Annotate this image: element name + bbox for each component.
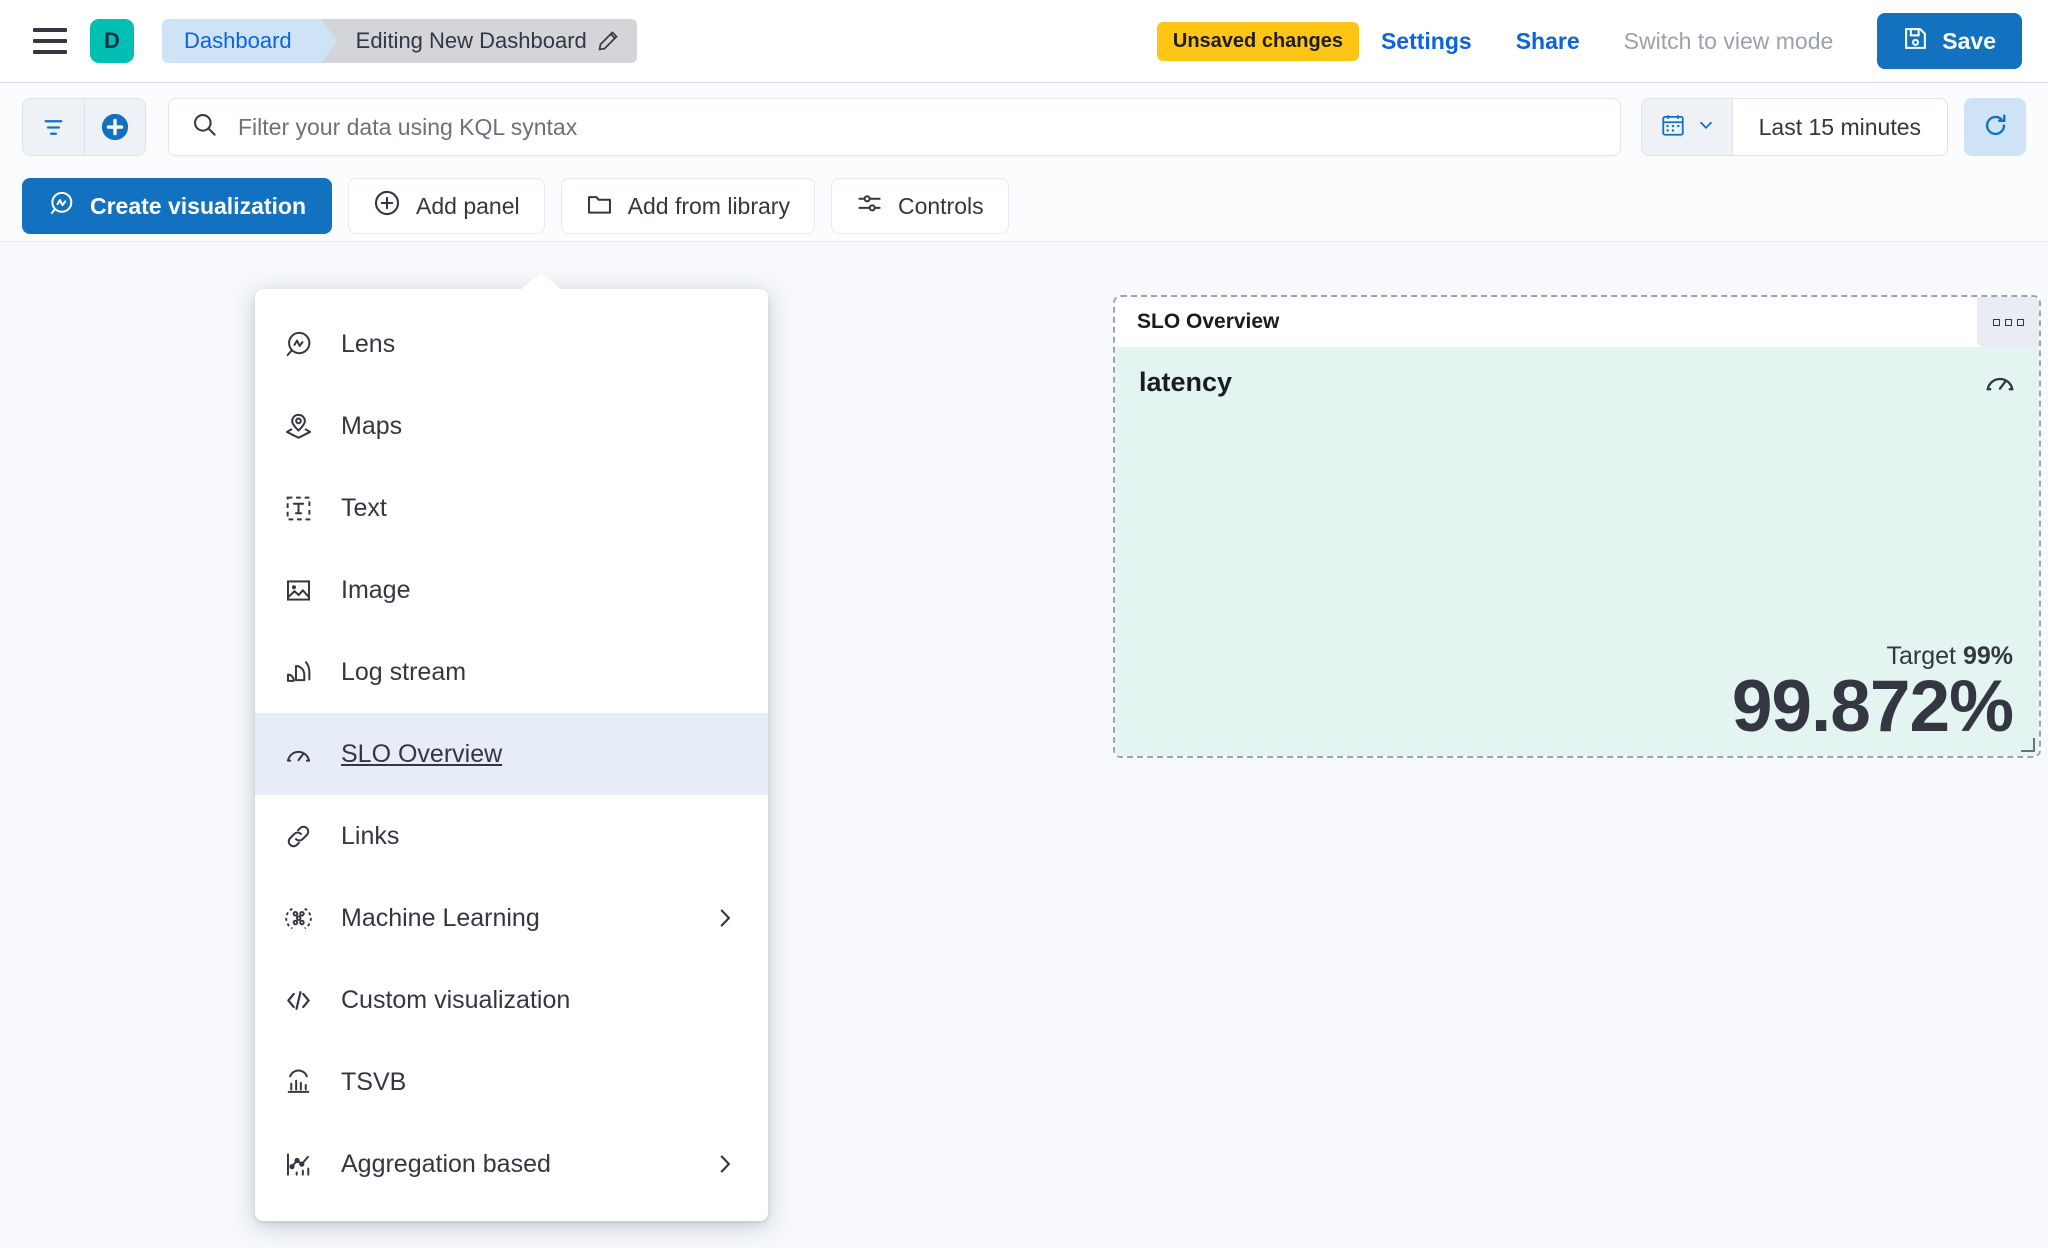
menu-item-image[interactable]: Image <box>255 549 768 631</box>
switch-to-view-mode-link[interactable]: Switch to view mode <box>1623 27 1834 54</box>
time-range-display[interactable]: Last 15 minutes <box>1758 113 1921 140</box>
add-filter-plus-circle-icon[interactable] <box>84 99 145 155</box>
menu-item-label: Text <box>341 493 387 522</box>
controls-label: Controls <box>897 192 984 219</box>
machine-learning-icon <box>283 903 313 933</box>
add-panel-menu: Lens Maps Text Image <box>255 273 768 1221</box>
settings-link[interactable]: Settings <box>1380 27 1472 54</box>
add-panel-button[interactable]: Add panel <box>348 178 545 234</box>
chevron-down-icon <box>1696 115 1716 140</box>
add-from-library-label: Add from library <box>627 192 790 219</box>
menu-item-label: Image <box>341 575 411 604</box>
refresh-icon <box>1982 112 2009 142</box>
save-button[interactable]: Save <box>1877 13 2022 69</box>
menu-item-label: Log stream <box>341 657 467 686</box>
breadcrumb-editing-label: Editing New Dashboard <box>355 28 587 53</box>
gauge-icon <box>1983 365 2017 404</box>
menu-item-text[interactable]: Text <box>255 467 768 549</box>
slo-sli-value: 99.872% <box>1731 665 2014 747</box>
share-link[interactable]: Share <box>1515 27 1580 54</box>
hamburger-menu-icon[interactable] <box>28 19 72 63</box>
menu-item-maps[interactable]: Maps <box>255 385 768 467</box>
menu-item-slo-overview[interactable]: SLO Overview <box>255 713 768 795</box>
panel-title[interactable]: SLO Overview <box>1137 310 1280 333</box>
create-visualization-label: Create visualization <box>90 192 307 219</box>
date-picker: Last 15 minutes <box>1640 98 1948 156</box>
refresh-button[interactable] <box>1964 98 2026 156</box>
space-avatar-letter: D <box>104 28 120 53</box>
header-actions: Unsaved changes Settings Share Switch to… <box>1156 13 2022 69</box>
menu-item-machine-learning[interactable]: Machine Learning <box>255 877 768 959</box>
filter-icon[interactable] <box>23 99 84 155</box>
menu-item-label: Maps <box>341 411 403 440</box>
pencil-icon[interactable] <box>597 30 619 52</box>
controls-button[interactable]: Controls <box>830 178 1009 234</box>
save-button-label: Save <box>1942 27 1996 54</box>
menu-item-label: Machine Learning <box>341 903 540 932</box>
menu-item-label: SLO Overview <box>341 739 503 768</box>
slo-overview-panel[interactable]: SLO Overview latency Target 99% 99.872% <box>1113 295 2041 758</box>
code-brackets-icon <box>283 985 313 1015</box>
lens-icon <box>283 329 313 359</box>
slo-metric-name: latency <box>1139 367 1233 397</box>
add-from-library-button[interactable]: Add from library <box>560 178 815 234</box>
menu-item-aggregation-based[interactable]: Aggregation based <box>255 1123 768 1205</box>
breadcrumb-item-dashboard[interactable]: Dashboard <box>162 19 337 63</box>
panel-body: latency Target 99% 99.872% <box>1115 347 2039 756</box>
menu-item-label: Custom visualization <box>341 985 571 1014</box>
menu-item-custom-visualization[interactable]: Custom visualization <box>255 959 768 1041</box>
unsaved-changes-badge[interactable]: Unsaved changes <box>1156 21 1359 61</box>
popover-arrow <box>520 273 562 290</box>
menu-item-label: Aggregation based <box>341 1149 551 1178</box>
image-icon <box>283 575 313 605</box>
menu-item-label: Lens <box>341 329 396 358</box>
save-disk-icon <box>1903 26 1928 57</box>
menu-item-label: Links <box>341 821 400 850</box>
panel-header: SLO Overview <box>1115 297 2039 347</box>
breadcrumb: Dashboard Editing New Dashboard <box>162 19 637 63</box>
breadcrumb-dashboard-label: Dashboard <box>184 28 292 53</box>
panel-context-menu-icon[interactable] <box>1977 297 2039 347</box>
resize-handle-icon[interactable] <box>2021 738 2035 752</box>
search-input-wrapper[interactable] <box>168 98 1621 156</box>
menu-item-lens[interactable]: Lens <box>255 303 768 385</box>
filter-button-group <box>22 98 146 156</box>
edit-toolbar: Create visualization Add panel Add from … <box>0 171 2048 241</box>
calendar-icon <box>1660 112 1686 143</box>
slo-target-label: Target <box>1886 641 1956 670</box>
menu-item-links[interactable]: Links <box>255 795 768 877</box>
chevron-right-icon <box>712 905 738 931</box>
slo-target: Target 99% <box>1732 642 2013 671</box>
tsvb-bars-icon <box>283 1067 313 1097</box>
space-avatar[interactable]: D <box>90 19 134 63</box>
aggregation-chart-icon <box>283 1149 313 1179</box>
gauge-icon <box>283 739 313 769</box>
plus-circle-icon <box>373 189 401 223</box>
slo-values: Target 99% 99.872% <box>1731 642 2014 747</box>
chevron-right-icon <box>712 1151 738 1177</box>
menu-item-label: TSVB <box>341 1067 407 1096</box>
query-bar: Last 15 minutes <box>0 83 2048 171</box>
lens-icon <box>48 190 75 223</box>
menu-item-log-stream[interactable]: Log stream <box>255 631 768 713</box>
add-panel-label: Add panel <box>416 192 520 219</box>
text-box-icon <box>283 493 313 523</box>
log-stream-icon <box>283 657 313 687</box>
search-icon <box>191 111 218 143</box>
search-input[interactable] <box>238 113 1598 141</box>
breadcrumb-item-editing[interactable]: Editing New Dashboard <box>321 19 637 63</box>
controls-sliders-icon <box>856 190 883 223</box>
top-header: D Dashboard Editing New Dashboard Unsave… <box>0 0 2048 83</box>
create-visualization-button[interactable]: Create visualization <box>22 178 333 234</box>
folder-icon <box>586 190 613 223</box>
link-chain-icon <box>283 821 313 851</box>
slo-target-value: 99% <box>1962 641 2013 670</box>
maps-pin-icon <box>283 411 313 441</box>
menu-item-tsvb[interactable]: TSVB <box>255 1041 768 1123</box>
date-quick-select-button[interactable] <box>1641 99 1733 155</box>
